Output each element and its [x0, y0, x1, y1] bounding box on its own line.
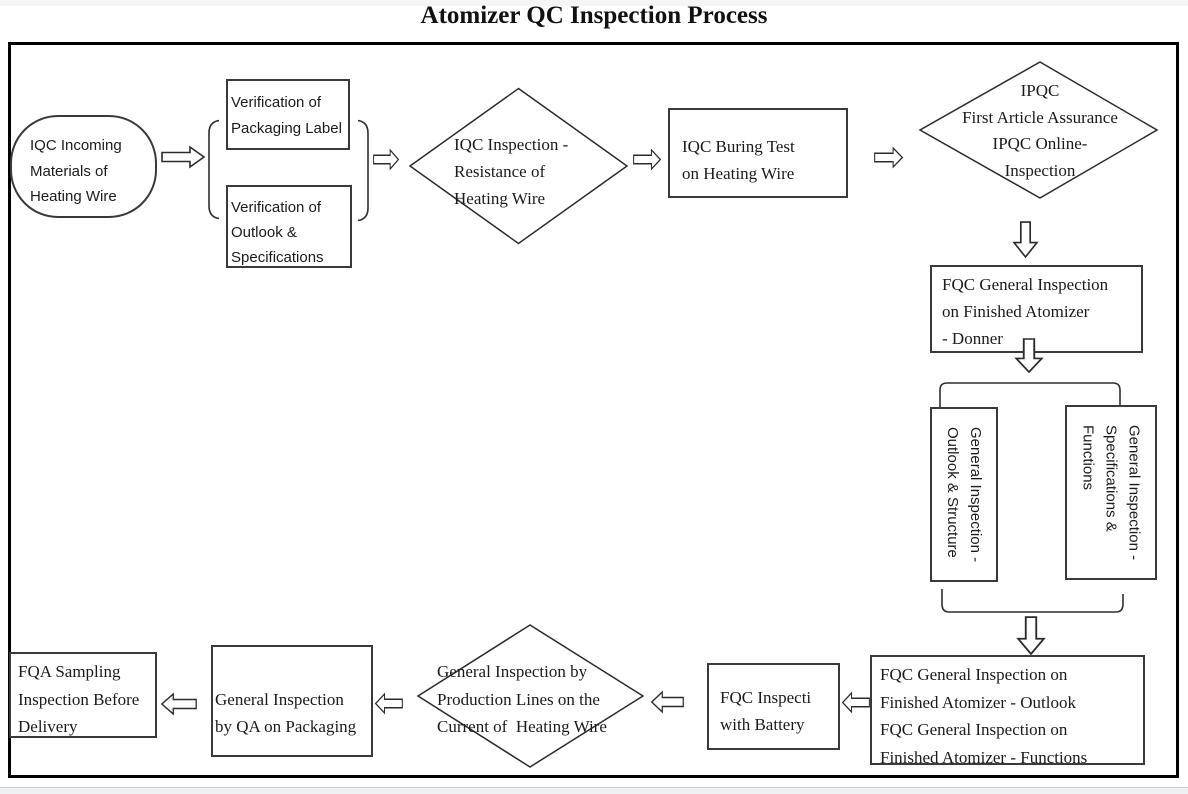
node-text-line: General Inspection by: [437, 662, 588, 681]
node-text-line: Resistance of: [454, 162, 546, 181]
node-text-line: IPQC Online-: [992, 134, 1088, 153]
node-text-line: on Heating Wire: [682, 164, 795, 183]
node-text-line: Current of Heating Wire: [437, 717, 607, 736]
diamond-iqc-resistance-label: IQC Inspection - Resistance of Heating W…: [454, 131, 568, 212]
merge-connector-icon: [941, 589, 1124, 613]
node-text-line: IQC Buring Test: [682, 137, 795, 156]
bracket-left-icon: [208, 119, 220, 220]
node-text-line: FQA Sampling: [18, 662, 121, 681]
arrow-left-icon: [650, 690, 684, 714]
node-text-line: Specifications &: [1102, 424, 1120, 532]
node-fqc-outlook-functions: FQC General Inspection on Finished Atomi…: [870, 655, 1145, 767]
node-general-inspection-specs-functions: General Inspection - Specifications & Fu…: [1065, 405, 1157, 580]
node-text-line: Finished Atomizer - Functions: [880, 747, 1088, 767]
rotated-text: General Inspection - Specifications & Fu…: [1077, 425, 1146, 560]
node-fqa-sampling-before-delivery: FQA Sampling Inspection Before Delivery: [9, 652, 157, 738]
page-top-margin: [0, 0, 1188, 6]
node-text-line: Verification of: [231, 94, 322, 111]
node-text-line: with Battery: [720, 715, 805, 734]
diagram-border: [8, 42, 1179, 778]
arrow-down-icon: [1016, 616, 1046, 656]
diamond-production-lines-shape: [416, 624, 645, 768]
arrow-right-icon: [161, 145, 206, 169]
node-text-line: General Inspection -: [1125, 424, 1143, 561]
bracket-right-icon: [357, 119, 369, 222]
node-text-line: Heating Wire: [30, 188, 117, 205]
arrow-down-icon: [1014, 338, 1044, 374]
diamond-ipqc-label: IPQC First Article Assurance IPQC Online…: [920, 78, 1160, 184]
node-text-line: Outlook &: [231, 224, 297, 241]
arrow-down-icon: [1012, 221, 1039, 259]
node-text-line: First Article Assurance: [962, 107, 1118, 127]
node-iqc-buring-test: IQC Buring Test on Heating Wire: [668, 108, 848, 198]
node-text-line: FQC General Inspection on: [880, 720, 1068, 739]
diamond-ipqc-shape: [918, 61, 1159, 199]
node-text-line: Specifications: [231, 249, 324, 266]
node-text-line: on Finished Atomizer: [942, 302, 1090, 321]
node-text-line: IQC Incoming: [30, 137, 122, 154]
node-iqc-incoming-materials: IQC Incoming Materials of Heating Wire: [10, 115, 157, 218]
node-text-line: Inspection: [1004, 160, 1076, 180]
node-general-inspection-outlook-structure: General Inspection - Outlook & Structure: [930, 407, 998, 582]
node-text-line: - Donner: [942, 329, 1003, 348]
node-text-line: Heating Wire: [454, 189, 546, 208]
diamond-iqc-resistance-shape: [408, 87, 629, 245]
arrow-right-icon: [373, 148, 400, 171]
rotated-text: General Inspection - Outlook & Structure: [941, 427, 987, 562]
node-text-line: Delivery: [18, 717, 78, 736]
node-text-line: FQC General Inspection on: [880, 665, 1068, 684]
node-text-line: FQC Inspecti: [720, 688, 812, 707]
node-text-line: Outlook & Structure: [944, 426, 961, 558]
node-text-line: Verification of: [231, 199, 322, 216]
node-text-line: General Inspection -: [967, 426, 984, 563]
node-text-line: Functions: [1079, 424, 1097, 490]
node-fqc-inspection-with-battery: FQC Inspecti with Battery: [707, 663, 840, 750]
node-text-line: FQC General Inspection: [942, 275, 1109, 294]
node-verification-packaging-label: Verification of Packaging Label: [226, 79, 350, 150]
arrow-left-icon: [160, 692, 197, 716]
arrow-left-icon: [841, 691, 870, 714]
node-text-line: General Inspection: [215, 690, 344, 709]
node-text-line: Finished Atomizer - Outlook: [880, 692, 1076, 712]
node-fqc-donner: FQC General Inspection on Finished Atomi…: [930, 265, 1143, 353]
arrow-right-icon: [633, 148, 662, 171]
node-text-line: Production Lines on the: [437, 689, 600, 709]
split-connector-icon: [939, 382, 1121, 407]
page-bottom-margin: [0, 787, 1188, 794]
node-verification-outlook-specs: Verification of Outlook & Specifications: [226, 185, 352, 268]
arrow-left-icon: [374, 692, 403, 715]
node-text-line: IQC Inspection -: [454, 135, 569, 154]
node-text-line: Packaging Label: [231, 120, 342, 137]
diamond-production-lines-label: General Inspection by Production Lines o…: [437, 658, 607, 741]
node-text-line: Materials of: [30, 162, 108, 180]
page-title: Atomizer QC Inspection Process: [420, 2, 768, 29]
arrow-right-icon: [874, 146, 904, 169]
node-text-line: Inspection Before: [18, 689, 140, 709]
node-general-inspection-qa-packaging: General Inspection by QA on Packaging: [211, 645, 373, 757]
node-text-line: by QA on Packaging: [215, 717, 357, 736]
node-text-line: IPQC: [1020, 81, 1060, 100]
